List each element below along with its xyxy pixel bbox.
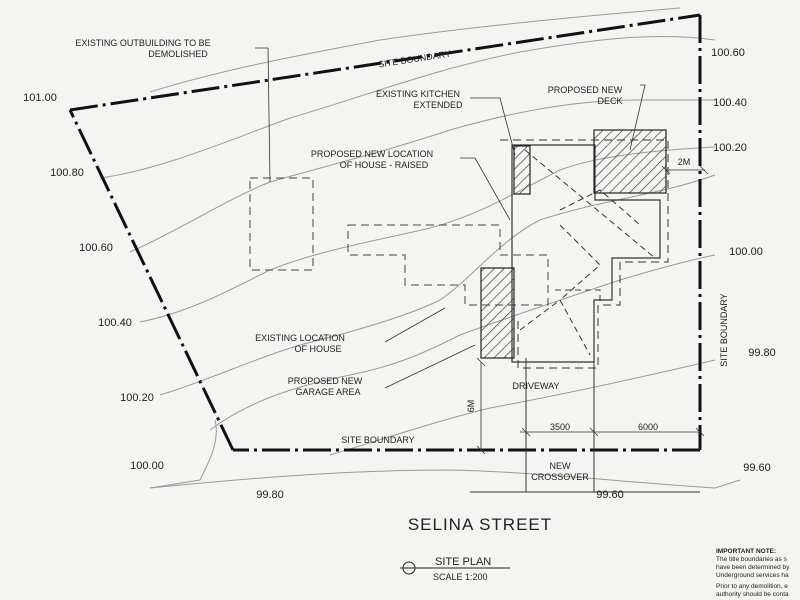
existing-house-outline: [347, 224, 549, 306]
site-plan-scale: SCALE 1:200: [433, 572, 488, 582]
dim-2m-label: 2M: [678, 157, 691, 167]
dim-6000-label: 6000: [638, 422, 658, 432]
dim-tick-3: [695, 427, 705, 437]
existing-location-label-line1: EXISTING LOCATION: [255, 333, 345, 343]
level-100-40-right: 100.40: [713, 97, 747, 109]
level-100-00-right: 100.00: [729, 246, 763, 258]
dim-tick-2: [589, 427, 599, 437]
contour-100-20: [159, 174, 716, 396]
notes-line5: authority should be conta: [716, 591, 789, 598]
driveway-lines: [470, 358, 700, 493]
dim-tick-1: [521, 427, 531, 437]
important-notes: IMPORTANT NOTE: The title boundaries as …: [716, 548, 790, 598]
contour-lines: [99, 7, 741, 489]
proposed-deck-area: [593, 129, 667, 194]
dim-6m-tick-top: [476, 357, 486, 367]
outbuilding-label-line1: EXISTING OUTBUILDING TO BE: [75, 38, 210, 48]
level-100-00-left: 100.00: [130, 460, 164, 472]
dim-2m-tick-2: [699, 165, 709, 175]
street-name: SELINA STREET: [408, 515, 552, 534]
dim-3500-label: 3500: [550, 422, 570, 432]
notes-line2: have been determined by: [716, 564, 790, 571]
contour-edge: [149, 419, 217, 489]
boundary-left: [68, 109, 235, 451]
leader-deck: [629, 84, 646, 151]
dim-6m-tick-bottom: [476, 445, 486, 455]
level-100-20-left: 100.20: [120, 392, 154, 404]
proposed-garage-area: [480, 267, 515, 359]
deck-label-line1: PROPOSED NEW: [548, 85, 623, 95]
deck-label-line2: DECK: [597, 96, 622, 106]
level-99-60-bottom: 99.60: [596, 489, 624, 501]
level-101-00: 101.00: [23, 92, 57, 104]
roof-hip-line-3: [559, 224, 601, 356]
new-location-label-line1: PROPOSED NEW LOCATION: [311, 149, 433, 159]
new-location-label-line2: OF HOUSE - RAISED: [340, 160, 429, 170]
notes-line3: Underground services ha: [716, 572, 789, 579]
leader-garage: [384, 344, 476, 389]
leader-lines: [255, 47, 646, 389]
level-100-40-left: 100.40: [98, 317, 132, 329]
contour-99-80: [329, 359, 716, 456]
proposed-house-dashed: [500, 139, 669, 369]
level-100-20-right: 100.20: [713, 142, 747, 154]
site-boundary-right-label: SITE BOUNDARY: [719, 293, 729, 366]
site-plan-title: SITE PLAN: [435, 556, 491, 568]
crossover-label-line1: NEW: [550, 461, 572, 471]
boundary-top: [69, 13, 701, 112]
leader-kitchen: [470, 97, 516, 156]
leader-existing-location: [384, 307, 446, 343]
notes-line4: Prior to any demolition, e: [716, 583, 788, 590]
leader-new-location: [460, 157, 511, 221]
level-100-60-right: 100.60: [711, 47, 745, 59]
crossover-label-line2: CROSSOVER: [531, 472, 589, 482]
site-boundary-top-label: SITE BOUNDARY: [378, 49, 452, 70]
kitchen-label-line2: EXTENDED: [413, 100, 463, 110]
leader-outbuilding: [255, 47, 271, 183]
driveway-label: DRIVEWAY: [512, 381, 559, 391]
dimension-lines: [476, 165, 709, 455]
roof-hip-line-2: [559, 189, 641, 226]
kitchen-label-line1: EXISTING KITCHEN: [376, 89, 460, 99]
dim-6m-label: 6M: [466, 400, 476, 413]
level-100-80: 100.80: [50, 167, 84, 179]
contour-100-80: [99, 35, 716, 179]
roof-hip-line-4: [519, 299, 561, 331]
level-100-60-left: 100.60: [79, 242, 113, 254]
garage-label-line1: PROPOSED NEW: [288, 376, 363, 386]
notes-line1: The title boundaries as s: [716, 556, 788, 563]
level-99-80-bottom: 99.80: [256, 489, 284, 501]
contour-100-00: [209, 254, 716, 431]
roof-hip-line-1: [524, 149, 656, 259]
garage-label-line2: GARAGE AREA: [295, 387, 360, 397]
site-boundary: [68, 13, 702, 452]
dim-2m-tick-1: [661, 165, 671, 175]
contour-101-00: [149, 7, 681, 93]
title-block: SITE PLAN SCALE 1:200: [400, 556, 510, 582]
existing-location-label-line2: OF HOUSE: [294, 344, 341, 354]
contour-100-60: [129, 99, 715, 253]
level-99-60-right: 99.60: [743, 462, 771, 474]
existing-outbuilding: [249, 177, 314, 271]
outbuilding-label-line2: DEMOLISHED: [148, 49, 208, 59]
site-boundary-bottom-label: SITE BOUNDARY: [341, 435, 414, 445]
notes-heading: IMPORTANT NOTE:: [716, 548, 776, 555]
kitchen-extension-area: [513, 145, 531, 195]
level-99-80-right: 99.80: [748, 347, 776, 359]
contour-99-60: [149, 469, 741, 489]
